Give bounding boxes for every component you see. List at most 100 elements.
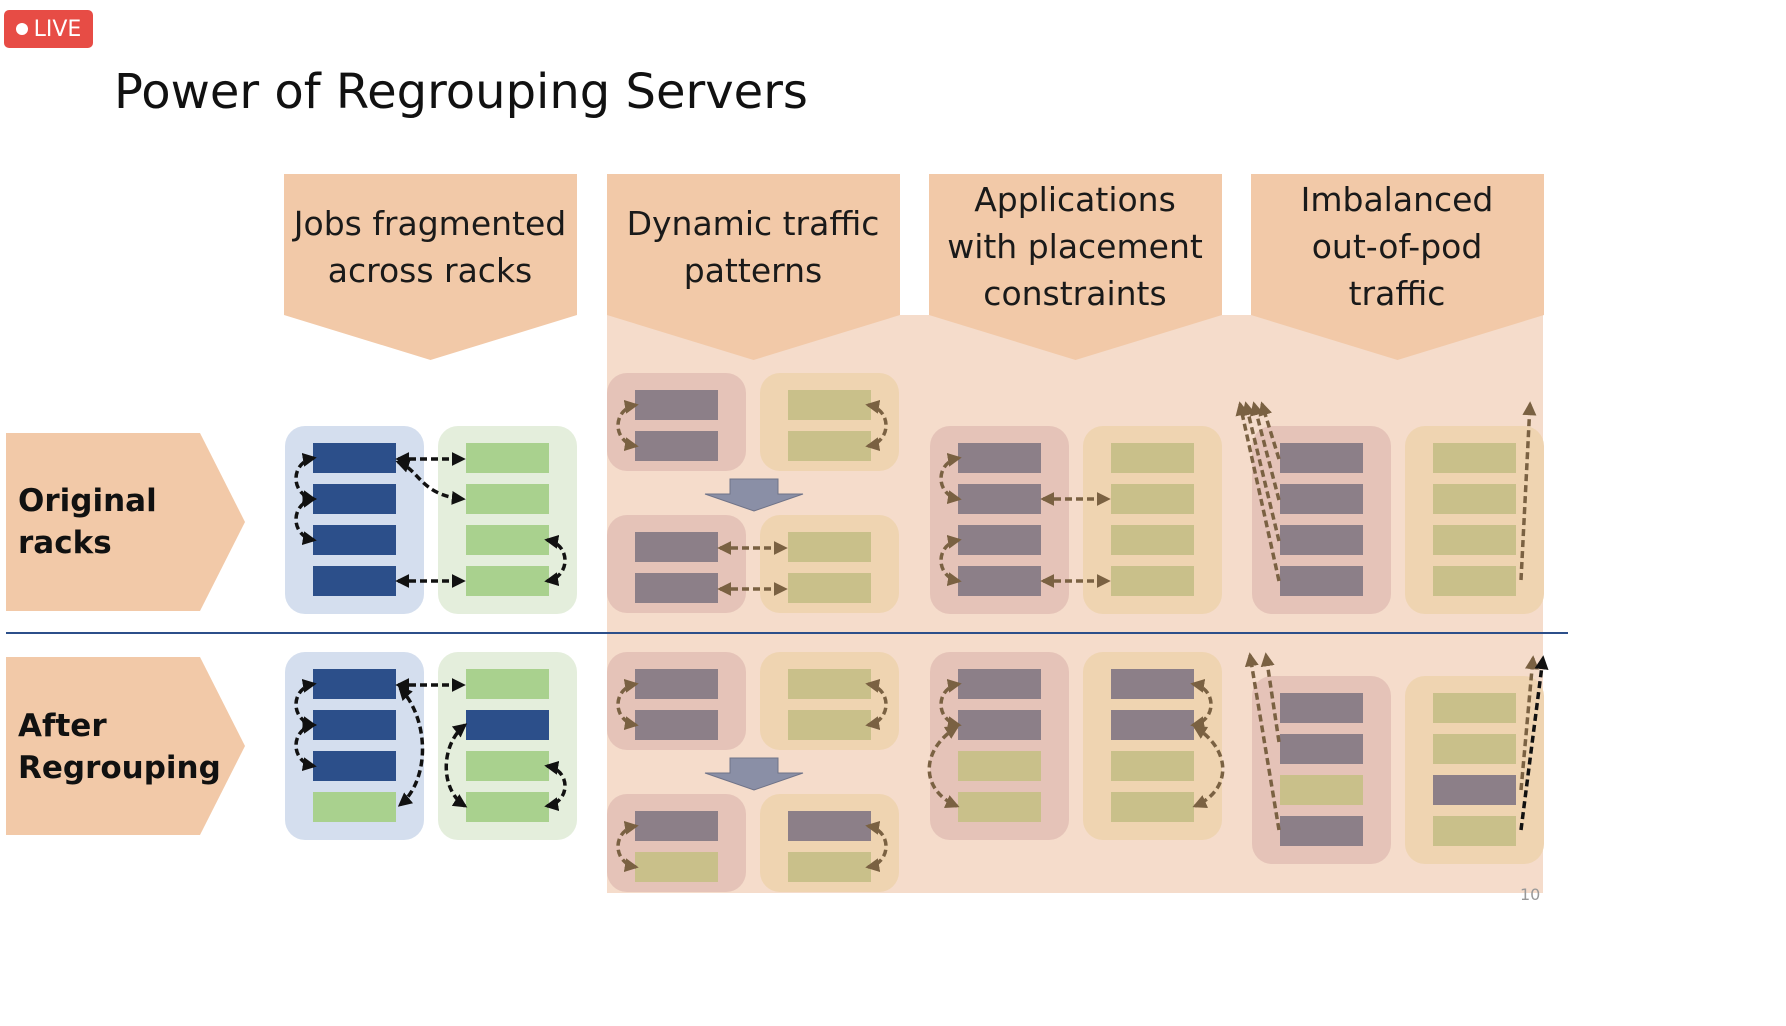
- c4-after-arrow-3: [1519, 655, 1539, 791]
- row-chevron-after: [6, 657, 245, 835]
- c2-after-top-rack-a: [607, 652, 746, 750]
- c3-after-rack-b-server-4: [1111, 792, 1194, 822]
- header-3-line-2: with placement: [947, 227, 1203, 266]
- c2-after-top-rack-b-server-2: [788, 710, 871, 740]
- c3-after-rack-b: [1083, 652, 1222, 840]
- c4-after-rack-b-server-2: [1433, 734, 1516, 764]
- header-3-line-3: constraints: [983, 274, 1167, 313]
- panel-overlay: [607, 315, 1543, 893]
- row-label-original-line-1: Original: [18, 483, 157, 519]
- c2-after-top-rack-b-server-1: [788, 669, 871, 699]
- c2-after-down-arrow: [704, 757, 804, 791]
- c4-orig-rack-b-server-2: [1433, 484, 1516, 514]
- c2-after-bottom-rack-b-server-2: [788, 852, 871, 882]
- c4-after-rack-b: [1405, 676, 1544, 864]
- c3-orig-rack-b-server-1: [1111, 443, 1194, 473]
- header-4-line-2: out-of-pod: [1311, 227, 1483, 266]
- c1-after-rack-b-server-1: [466, 669, 549, 699]
- c4-orig-arrow-3: [1241, 401, 1281, 542]
- c2-orig-bottom-rack-b-server-2: [788, 573, 871, 603]
- c1-orig-arrow-1: [294, 452, 317, 505]
- header-2-line-2: patterns: [683, 251, 823, 290]
- header-1-line-2: across racks: [327, 251, 533, 290]
- c4-orig-rack-a-server-3: [1280, 525, 1363, 555]
- c1-orig-rack-b-server-1: [466, 443, 549, 473]
- header-4-line-1: Imbalanced: [1300, 180, 1494, 219]
- c4-orig-arrow-4: [1235, 401, 1281, 582]
- c2-after-bottom-rack-b-server-1: [788, 811, 871, 841]
- c3-orig-rack-b: [1083, 426, 1222, 614]
- c1-after-rack-a: [285, 652, 424, 840]
- c2-orig-top-rack-b-server-1: [788, 390, 871, 420]
- c1-after-rack-a-server-2: [313, 710, 396, 740]
- c3-orig-arrow-1: [939, 452, 962, 505]
- c2-orig-bottom-rack-a: [607, 515, 746, 613]
- c1-orig-rack-a: [285, 426, 424, 614]
- c2-orig-top-rack-b-server-2: [788, 431, 871, 461]
- c1-after-rack-a-server-4: [313, 792, 396, 822]
- c3-orig-rack-b-server-2: [1111, 484, 1194, 514]
- c3-after-rack-b-server-3: [1111, 751, 1194, 781]
- c3-after-rack-a: [930, 652, 1069, 840]
- c1-orig-rack-b-server-3: [466, 525, 549, 555]
- c1-after-arrow-5: [444, 723, 468, 808]
- c4-orig-rack-b-server-1: [1433, 443, 1516, 473]
- c1-after-rack-b-server-4: [466, 792, 549, 822]
- header-3-text: Applications with placement constraints: [929, 176, 1221, 317]
- c3-orig-rack-a-server-3: [958, 525, 1041, 555]
- c3-after-arrow-1: [939, 678, 962, 731]
- c1-orig-rack-a-server-1: [313, 443, 396, 473]
- c1-orig-arrow-4: [395, 459, 466, 505]
- c4-orig-rack-a-server-1: [1280, 443, 1363, 473]
- c4-orig-rack-b: [1405, 426, 1544, 614]
- c3-orig-rack-a: [930, 426, 1069, 614]
- c1-orig-arrow-2: [294, 493, 317, 546]
- c2-after-bottom-rack-b: [760, 794, 899, 892]
- c3-after-arrow-3: [1190, 678, 1213, 731]
- c4-after-rack-a-server-4: [1280, 816, 1363, 846]
- c1-after-rack-b-server-2: [466, 710, 549, 740]
- c4-orig-arrow-2: [1250, 401, 1281, 501]
- live-badge-label: LIVE: [33, 16, 82, 42]
- c2-orig-bottom-rack-b: [760, 515, 899, 613]
- c1-orig-rack-a-server-2: [313, 484, 396, 514]
- c3-after-rack-a-server-1: [958, 669, 1041, 699]
- c4-after-rack-b-server-4: [1433, 816, 1516, 846]
- row-label-after-line-1: After: [18, 708, 107, 744]
- c2-after-bottom-rack-a-server-1: [635, 811, 718, 841]
- c3-orig-rack-b-server-4: [1111, 566, 1194, 596]
- c2-after-bottom-rack-a-server-2: [635, 852, 718, 882]
- c2-orig-arrow-2: [865, 399, 888, 452]
- c1-orig-rack-b-server-2: [466, 484, 549, 514]
- slide-title: Power of Regrouping Servers: [114, 64, 808, 120]
- c2-after-top-rack-a-server-1: [635, 669, 718, 699]
- c2-orig-bottom-rack-a-server-2: [635, 573, 718, 603]
- c3-orig-rack-b-server-3: [1111, 525, 1194, 555]
- c4-orig-rack-a: [1252, 426, 1391, 614]
- c3-orig-arrow-2: [939, 534, 962, 587]
- page-number: 10: [1520, 885, 1541, 904]
- c3-after-arrow-4: [1192, 725, 1225, 808]
- c2-after-bottom-rack-a: [607, 794, 746, 892]
- header-1-shape: [284, 174, 577, 360]
- c1-after-rack-b-server-3: [466, 751, 549, 781]
- c4-orig-rack-a-server-4: [1280, 566, 1363, 596]
- c2-orig-down-arrow: [704, 478, 804, 512]
- c2-orig-bottom-rack-b-server-1: [788, 532, 871, 562]
- live-badge: LIVE: [4, 10, 93, 48]
- header-2-shape: [607, 174, 900, 360]
- c2-orig-arrow-1: [616, 399, 639, 452]
- c2-after-top-rack-a-server-2: [635, 710, 718, 740]
- c2-after-arrow-2: [865, 678, 888, 731]
- c1-orig-rack-b: [438, 426, 577, 614]
- c2-after-top-rack-b: [760, 652, 899, 750]
- c3-orig-rack-a-server-1: [958, 443, 1041, 473]
- row-label-after-line-2: Regrouping: [18, 750, 221, 786]
- c4-orig-arrow-5: [1519, 401, 1537, 581]
- c1-after-rack-b: [438, 652, 577, 840]
- c1-orig-rack-a-server-3: [313, 525, 396, 555]
- header-3-line-1: Applications: [974, 180, 1176, 219]
- c2-after-arrow-1: [616, 678, 639, 731]
- c3-after-rack-a-server-2: [958, 710, 1041, 740]
- c3-orig-rack-a-server-4: [958, 566, 1041, 596]
